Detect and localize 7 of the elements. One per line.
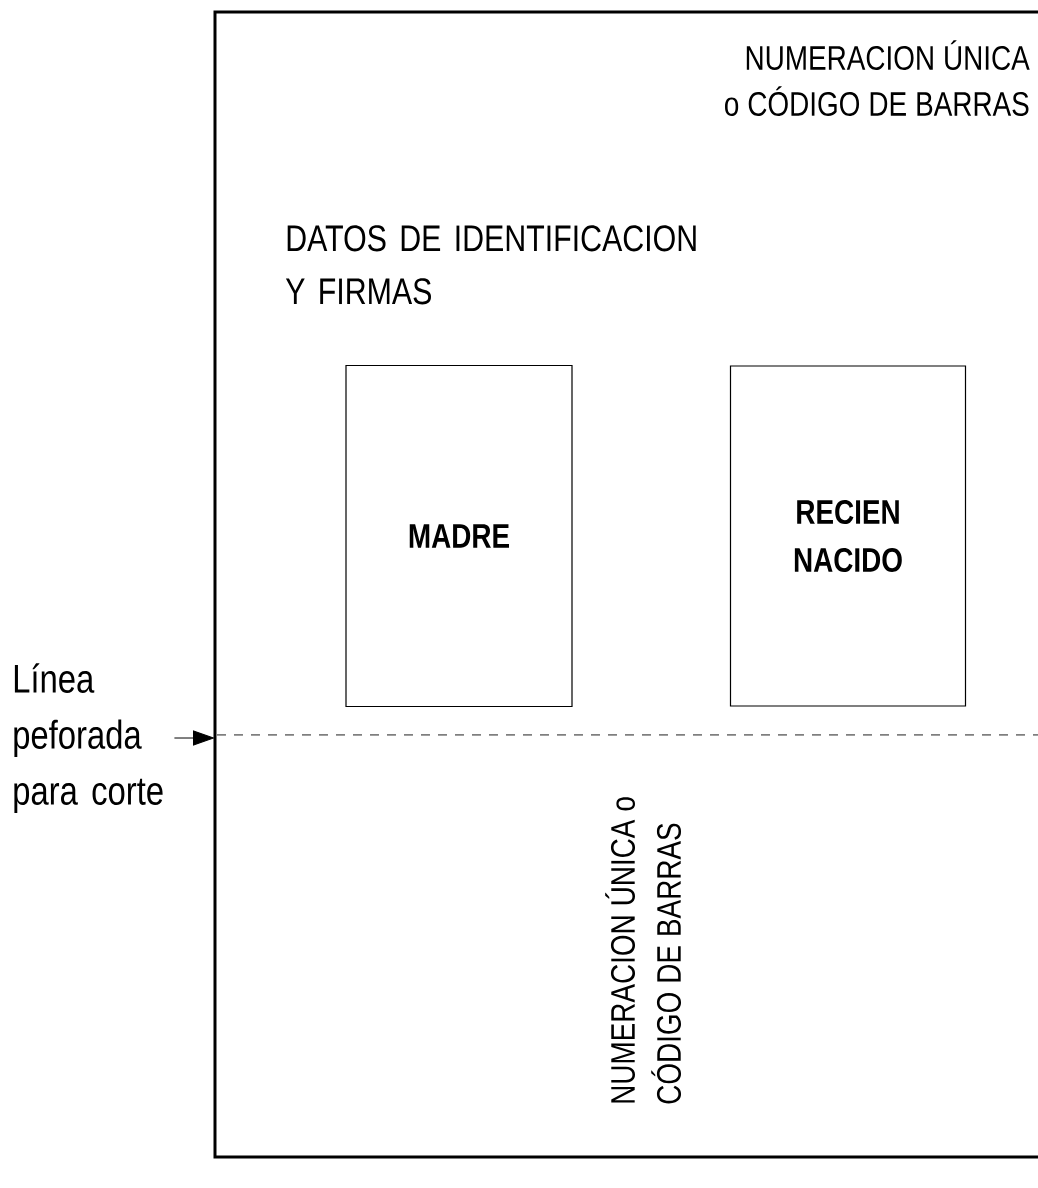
rotated-text: NUMERACION ÚNICA o CÓDIGO DE BARRAS bbox=[605, 797, 681, 1104]
arrow bbox=[173, 730, 214, 746]
heading-text: NUMERACION ÚNICA o CÓDIGO DE BARRAS bbox=[725, 40, 1030, 116]
side-label: Línea peforada para corte bbox=[14, 663, 163, 813]
heading-text: DATOS DE IDENTIFICACION Y FIRMAS bbox=[285, 225, 696, 305]
label-box: MADRE bbox=[345, 364, 573, 708]
label-box: RECIEN NACIDO bbox=[729, 365, 967, 707]
